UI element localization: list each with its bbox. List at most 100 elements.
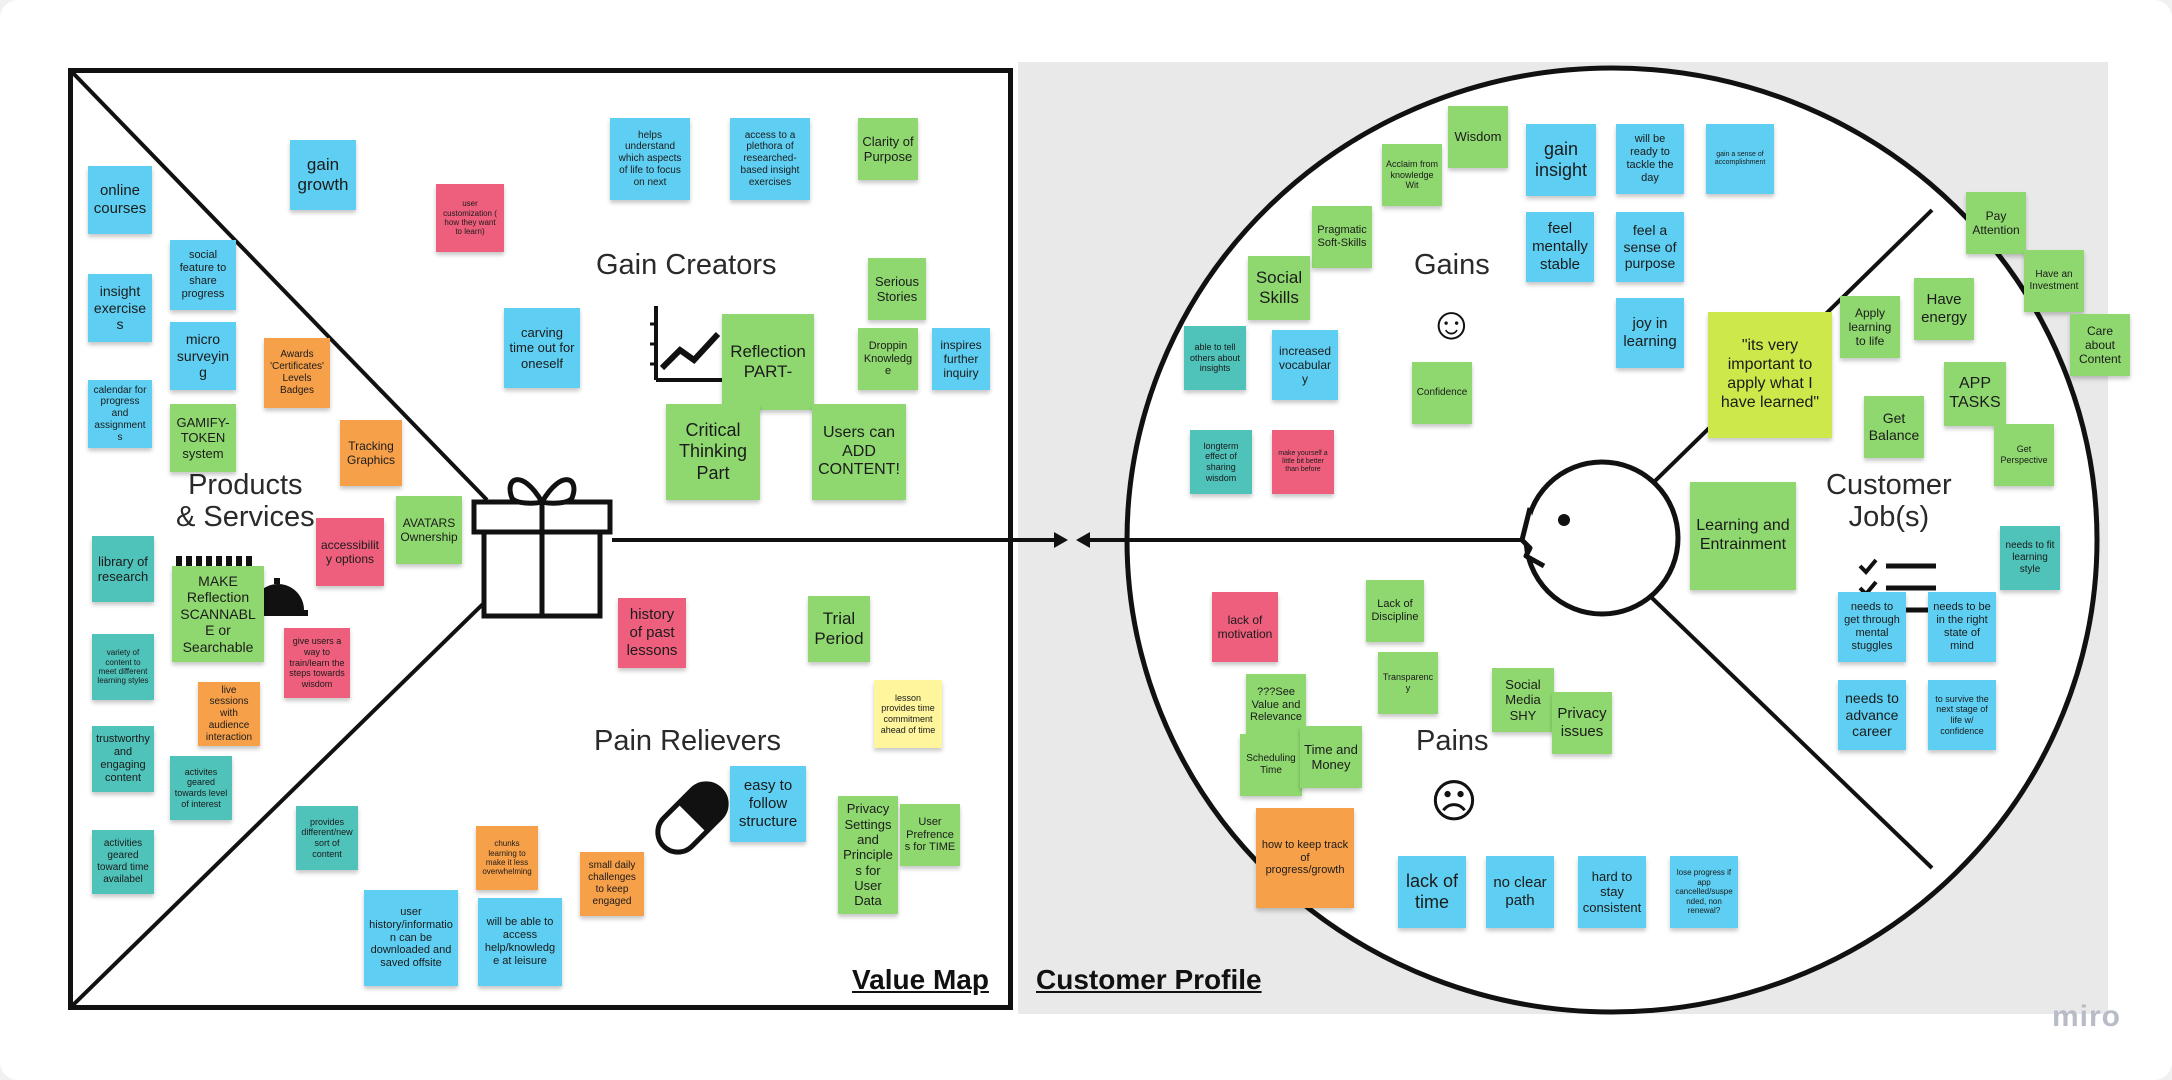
sticky-note[interactable]: Social Media SHY: [1492, 668, 1554, 732]
sticky-note[interactable]: Get Perspective: [1994, 424, 2054, 486]
sticky-note[interactable]: needs to be in the right state of mind: [1928, 592, 1996, 662]
sticky-note[interactable]: MAKE Reflection SCANNABLE or Searchable: [172, 566, 264, 662]
smile-icon: ☺: [1428, 297, 1475, 349]
sticky-note[interactable]: AVATARS Ownership: [396, 496, 462, 564]
sticky-note[interactable]: needs to advance career: [1838, 680, 1906, 750]
sticky-note[interactable]: User Prefrences for TIME: [900, 804, 960, 866]
sticky-note[interactable]: user customization ( how they want to le…: [436, 184, 504, 252]
sticky-note[interactable]: Critical Thinking Part: [666, 404, 760, 500]
sticky-note[interactable]: "its very important to apply what I have…: [1708, 312, 1832, 438]
sticky-note[interactable]: provides different/new sort of content: [296, 806, 358, 870]
sticky-note[interactable]: easy to follow structure: [730, 766, 806, 842]
sticky-note[interactable]: ???See Value and Relevance: [1246, 674, 1306, 736]
sticky-note[interactable]: Reflection PART-: [722, 314, 814, 410]
sticky-note[interactable]: Tracking Graphics: [340, 420, 402, 486]
sticky-note[interactable]: user history/information can be download…: [364, 890, 458, 986]
sticky-note[interactable]: micro surveying: [170, 322, 236, 390]
sticky-note[interactable]: insight exercises: [88, 274, 152, 342]
sticky-note[interactable]: Clarity of Purpose: [858, 118, 918, 180]
gains-title: Gains: [1414, 249, 1490, 281]
sticky-note[interactable]: lack of motivation: [1212, 592, 1278, 662]
customer-jobs-title: Customer Job(s): [1826, 469, 1952, 533]
sticky-note[interactable]: Scheduling Time: [1240, 734, 1302, 796]
sticky-note[interactable]: Get Balance: [1864, 396, 1924, 458]
gift-icon: [471, 477, 613, 619]
sticky-note[interactable]: Pay Attention: [1966, 192, 2026, 254]
sticky-note[interactable]: feel a sense of purpose: [1616, 212, 1684, 282]
sticky-note[interactable]: Time and Money: [1300, 726, 1362, 788]
sticky-note[interactable]: Transparency: [1378, 652, 1438, 714]
sticky-note[interactable]: Learning and Entrainment: [1690, 482, 1796, 590]
sticky-note[interactable]: lesson provides time commitment ahead of…: [874, 680, 942, 748]
sticky-note[interactable]: Privacy issues: [1552, 692, 1612, 754]
sticky-note[interactable]: Have energy: [1914, 278, 1974, 340]
sticky-note[interactable]: able to tell others about insights: [1184, 326, 1246, 390]
sticky-note[interactable]: small daily challenges to keep engaged: [580, 852, 644, 916]
sticky-note[interactable]: hard to stay consistent: [1578, 856, 1646, 928]
sticky-note[interactable]: lose progress if app cancelled/suspended…: [1670, 856, 1738, 928]
sticky-note[interactable]: Acclaim from knowledge Wit: [1382, 144, 1442, 206]
sticky-note[interactable]: live sessions with audience interaction: [198, 682, 260, 746]
sticky-note[interactable]: carving time out for oneself: [504, 308, 580, 388]
sticky-note[interactable]: inspires further inquiry: [932, 328, 990, 390]
sticky-note[interactable]: how to keep track of progress/growth: [1256, 808, 1354, 908]
sticky-note[interactable]: longterm effect of sharing wisdom: [1190, 430, 1252, 494]
chart-icon: [650, 306, 726, 382]
sticky-note[interactable]: online courses: [88, 166, 152, 234]
sticky-note[interactable]: Apply learning to life: [1840, 296, 1900, 358]
sticky-note[interactable]: activites geared towards level of intere…: [170, 756, 232, 820]
sticky-note[interactable]: accessibility options: [316, 518, 384, 586]
sticky-note[interactable]: increased vocabulary: [1272, 330, 1338, 400]
sticky-note[interactable]: feel mentally stable: [1526, 212, 1594, 282]
miro-logo: miro: [2052, 1000, 2122, 1033]
sticky-note[interactable]: social feature to share progress: [170, 240, 236, 310]
sticky-note[interactable]: Privacy Settings and Principles for User…: [838, 796, 898, 914]
sticky-note[interactable]: Confidence: [1412, 362, 1472, 424]
products-services-title: Products & Services: [176, 469, 315, 533]
sticky-note[interactable]: helps understand which aspects of life t…: [610, 118, 690, 200]
sticky-note[interactable]: activities geared toward time availabel: [92, 830, 154, 894]
sticky-note[interactable]: Pragmatic Soft-Skills: [1312, 206, 1372, 268]
sticky-note[interactable]: chunks learning to make it less overwhel…: [476, 826, 538, 890]
sticky-note[interactable]: GAMIFY-TOKEN system: [170, 404, 236, 472]
sticky-note[interactable]: Awards 'Certificates' Levels Badges: [264, 338, 330, 408]
frown-icon: ☹: [1430, 775, 1478, 827]
sticky-note[interactable]: lack of time: [1398, 856, 1466, 928]
sticky-note[interactable]: trustworthy and engaging content: [92, 726, 154, 792]
sticky-note[interactable]: gain growth: [290, 140, 356, 210]
sticky-note[interactable]: gain insight: [1526, 124, 1596, 196]
sticky-note[interactable]: Wisdom: [1448, 106, 1508, 168]
customer-profile-background: [1018, 62, 2108, 1014]
sticky-note[interactable]: joy in learning: [1616, 298, 1684, 368]
gain-creators-title: Gain Creators: [596, 249, 777, 281]
pain-relievers-title: Pain Relievers: [594, 725, 781, 757]
sticky-note[interactable]: Care about Content: [2070, 314, 2130, 376]
sticky-note[interactable]: give users a way to train/learn the step…: [284, 628, 350, 698]
sticky-note[interactable]: to survive the next stage of life w/ con…: [1928, 680, 1996, 750]
sticky-note[interactable]: needs to get through mental stuggles: [1838, 592, 1906, 662]
value-map-label: Value Map: [852, 964, 989, 995]
pains-title: Pains: [1416, 725, 1489, 757]
sticky-note[interactable]: will be able to access help/knowledge at…: [478, 898, 562, 986]
sticky-note[interactable]: Droppin Knowledge: [858, 328, 918, 390]
sticky-note[interactable]: Social Skills: [1248, 256, 1310, 320]
sticky-note[interactable]: Users can ADD CONTENT!: [812, 404, 906, 500]
sticky-note[interactable]: make yourself a little bit better than b…: [1272, 430, 1334, 494]
pill-icon: [655, 781, 729, 855]
sticky-note[interactable]: variety of content to meet different lea…: [92, 634, 154, 700]
customer-profile-label: Customer Profile: [1036, 964, 1262, 995]
sticky-note[interactable]: no clear path: [1486, 856, 1554, 928]
sticky-note[interactable]: will be ready to tackle the day: [1616, 124, 1684, 194]
sticky-note[interactable]: Have an Investment: [2024, 250, 2084, 312]
sticky-note[interactable]: calendar for progress and assignments: [88, 380, 152, 448]
sticky-note[interactable]: Lack of Discipline: [1366, 580, 1424, 642]
sticky-note[interactable]: Trial Period: [808, 596, 870, 662]
sticky-note[interactable]: Serious Stories: [868, 258, 926, 320]
sticky-note[interactable]: needs to fit learning style: [2000, 526, 2060, 590]
sticky-note[interactable]: APP TASKS: [1944, 362, 2006, 426]
sticky-note[interactable]: access to a plethora of researched-based…: [730, 118, 810, 200]
sticky-note[interactable]: library of research: [92, 536, 154, 602]
sticky-note[interactable]: history of past lessons: [618, 598, 686, 668]
sticky-note[interactable]: gain a sense of accomplishment: [1706, 124, 1774, 194]
